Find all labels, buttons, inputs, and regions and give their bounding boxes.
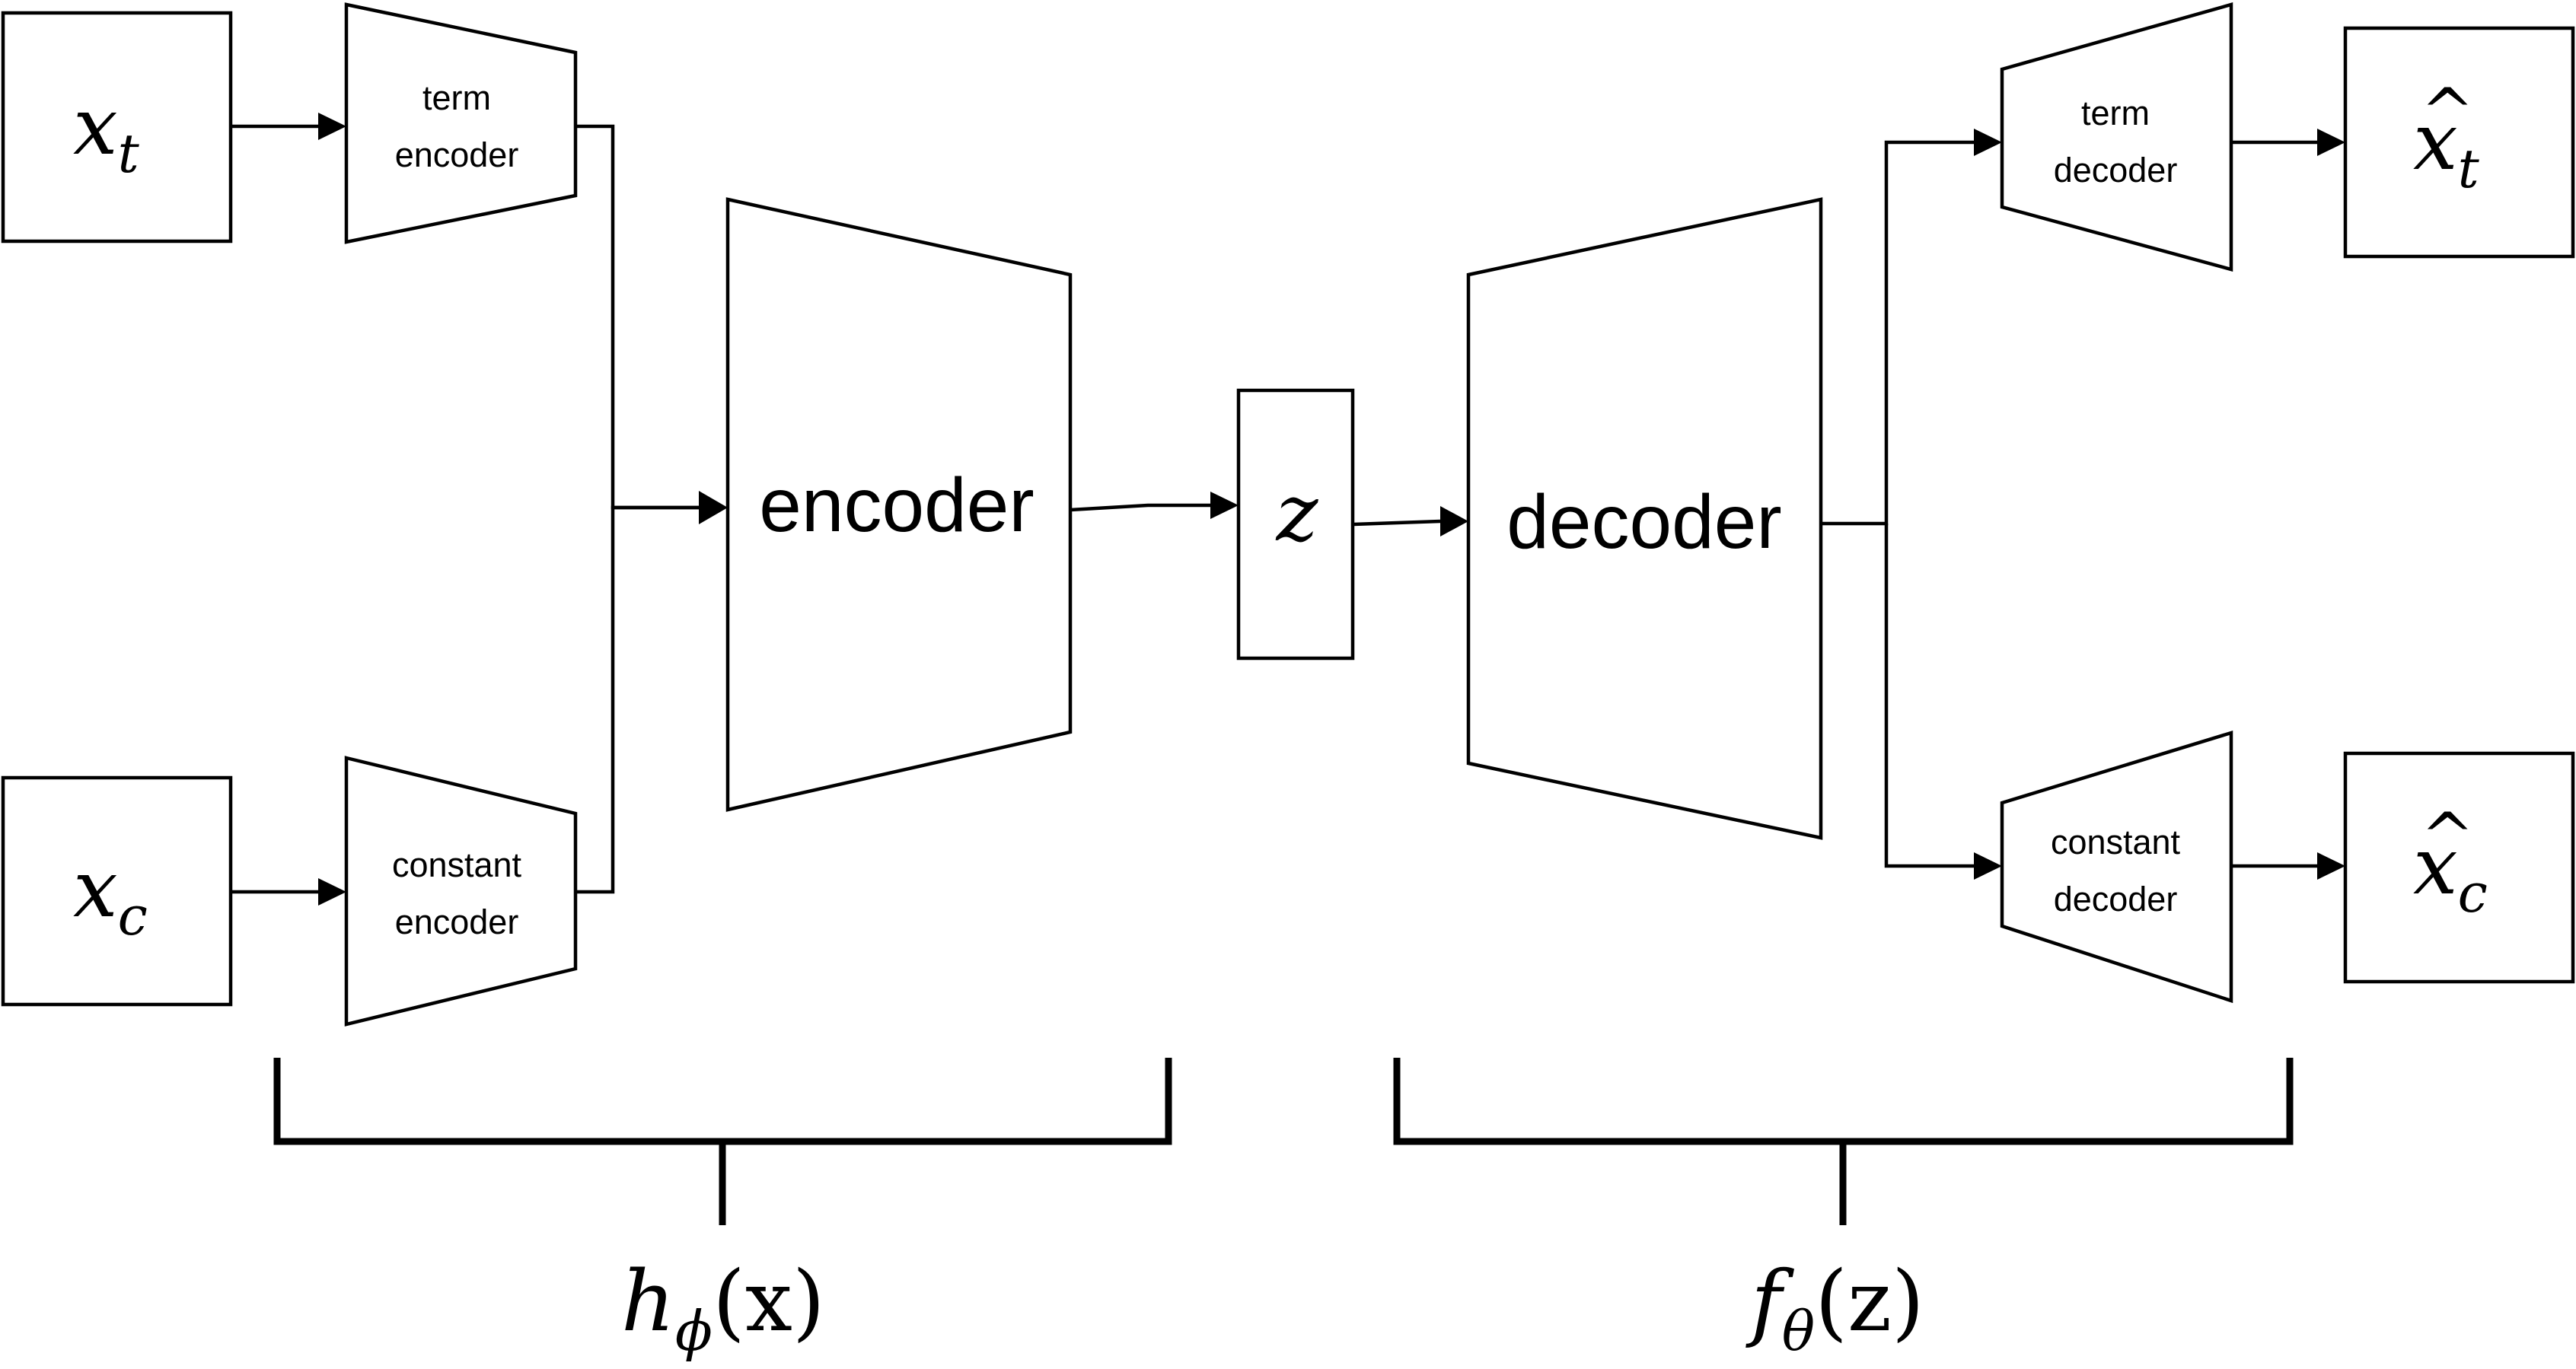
term-encoder-node: term encoder [344,2,578,244]
edge-latent-to-main-decoder [1352,506,1468,536]
output-term-node: xt ^ [2343,26,2575,259]
svg-text:xc: xc [2413,820,2488,925]
arrowhead-icon [2317,129,2345,156]
term-decoder-node: term decoder [2000,2,2233,272]
svg-text:hϕ(x): hϕ(x) [621,1253,825,1363]
constant-encoder-label-line1: constant [392,845,522,884]
main-encoder-node: encoder [725,197,1073,812]
term-decoder-label-line2: decoder [2054,151,2178,189]
constant-encoder-node: constant encoder [344,756,578,1027]
decoder-group-sub: θ [1782,1299,1815,1363]
edge-constant-encoder-to-main-encoder [575,491,728,894]
main-encoder-label: encoder [759,463,1034,548]
constant-decoder-node: constant decoder [2000,730,2233,1004]
edge-input-constant-to-constant-encoder [231,878,346,906]
edge-input-term-to-term-encoder [231,113,346,140]
svg-text:fθ(z): fθ(z) [1745,1253,1924,1363]
arrowhead-icon [318,113,346,140]
edge-term-decoder-to-output-term [2231,129,2345,156]
arrowhead-icon [2317,852,2345,880]
output-term-hat: ^ [2421,75,2474,149]
input-term-base: x [73,80,118,173]
decoder-group-arg: (z) [1815,1253,1924,1350]
svg-text:xt: xt [2413,95,2480,200]
encoder-group-sub: ϕ [675,1299,713,1363]
constant-encoder-label-line2: encoder [395,903,519,941]
svg-text:xc: xc [73,842,148,947]
edge-constant-decoder-to-output-constant [2231,852,2345,880]
constant-decoder-label-line2: decoder [2054,880,2178,919]
latent-z-label: z [1275,466,1319,559]
edge-term-encoder-to-main-encoder [575,124,699,510]
arrowhead-icon [1974,129,2002,156]
edge-main-decoder-to-term-decoder [1821,129,2002,526]
edge-main-decoder-to-constant-decoder [1884,524,2002,880]
main-decoder-label: decoder [1506,479,1781,565]
encoder-group-brace [273,1058,1172,1225]
encoder-group-func: h [621,1253,675,1350]
input-constant-sub: c [118,885,148,947]
term-decoder-label-line1: term [2081,94,2150,132]
latent-z-node: z [1236,388,1355,661]
arrowhead-icon [1974,852,2002,880]
input-term-sub: t [118,123,140,185]
input-term-node: xt [1,11,233,244]
svg-text:xt: xt [73,80,140,185]
output-constant-hat: ^ [2421,799,2474,874]
arrowhead-icon [699,491,728,524]
decoder-group-label: fθ(z) [1745,1253,1924,1363]
edge-main-encoder-to-latent [1070,492,1239,519]
input-constant-base: x [73,842,118,935]
term-encoder-label-line1: term [422,78,491,117]
output-term-base: x [2413,95,2458,188]
input-constant-node: xc [1,775,233,1007]
arrowhead-icon [1210,492,1239,519]
encoder-group-label: hϕ(x) [621,1253,825,1363]
encoder-group-arg: (x) [713,1253,825,1350]
output-constant-node: xc ^ [2343,751,2575,984]
decoder-group-brace [1393,1058,2294,1225]
output-constant-sub: c [2458,862,2488,925]
main-decoder-node: decoder [1466,197,1823,840]
output-term-sub: t [2458,138,2480,200]
constant-decoder-label-line1: constant [2051,823,2181,861]
arrowhead-icon [1440,506,1468,536]
arrowhead-icon [318,878,346,906]
output-constant-base: x [2413,820,2458,912]
term-encoder-label-line2: encoder [395,135,519,174]
